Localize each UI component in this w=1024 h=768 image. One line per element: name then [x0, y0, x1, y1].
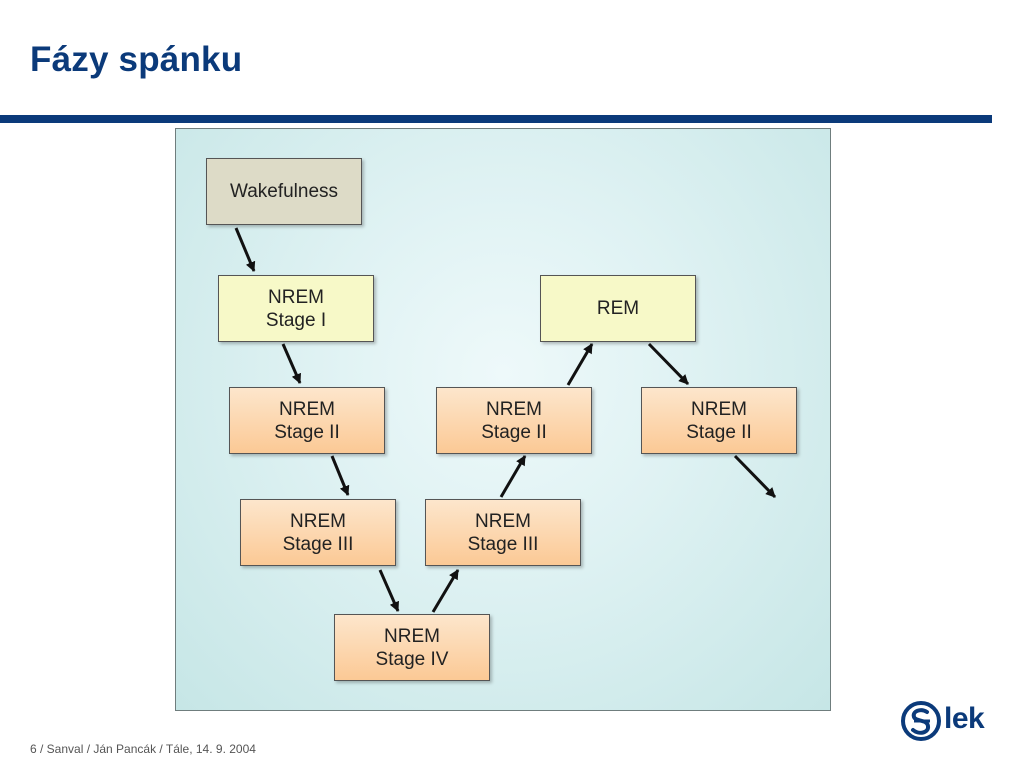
node-nrem-stage-2-descending: NREM Stage II: [229, 387, 385, 454]
node-nrem-stage-3-descending-label: NREM Stage III: [282, 510, 354, 555]
node-nrem-stage-3-descending: NREM Stage III: [240, 499, 396, 566]
node-nrem-stage-2-after-rem-label: NREM Stage II: [686, 398, 752, 443]
title-divider: [0, 115, 992, 123]
node-nrem-stage-4: NREM Stage IV: [334, 614, 490, 681]
node-nrem-stage-1: NREM Stage I: [218, 275, 374, 342]
lek-emblem-icon: [901, 701, 941, 741]
node-nrem-stage-2-descending-label: NREM Stage II: [274, 398, 340, 443]
node-nrem-stage-3-ascending-label: NREM Stage III: [467, 510, 539, 555]
node-nrem-stage-2-ascending-label: NREM Stage II: [481, 398, 547, 443]
node-nrem-stage-1-label: NREM Stage I: [265, 286, 327, 331]
node-nrem-stage-3-ascending: NREM Stage III: [425, 499, 581, 566]
slide-title: Fázy spánku: [30, 40, 243, 79]
node-nrem-stage-4-label: NREM Stage IV: [375, 625, 449, 670]
node-wakefulness-label: Wakefulness: [229, 181, 339, 202]
node-nrem-stage-2-after-rem: NREM Stage II: [641, 387, 797, 454]
node-rem: REM: [540, 275, 696, 342]
logo-wordmark: lek: [944, 702, 985, 735]
node-nrem-stage-2-ascending: NREM Stage II: [436, 387, 592, 454]
company-logo: lek: [900, 700, 992, 744]
node-wakefulness: Wakefulness: [206, 158, 362, 225]
node-rem-label: REM: [596, 298, 640, 319]
footer-text: 6 / Sanval / Ján Pancák / Tále, 14. 9. 2…: [30, 742, 256, 756]
